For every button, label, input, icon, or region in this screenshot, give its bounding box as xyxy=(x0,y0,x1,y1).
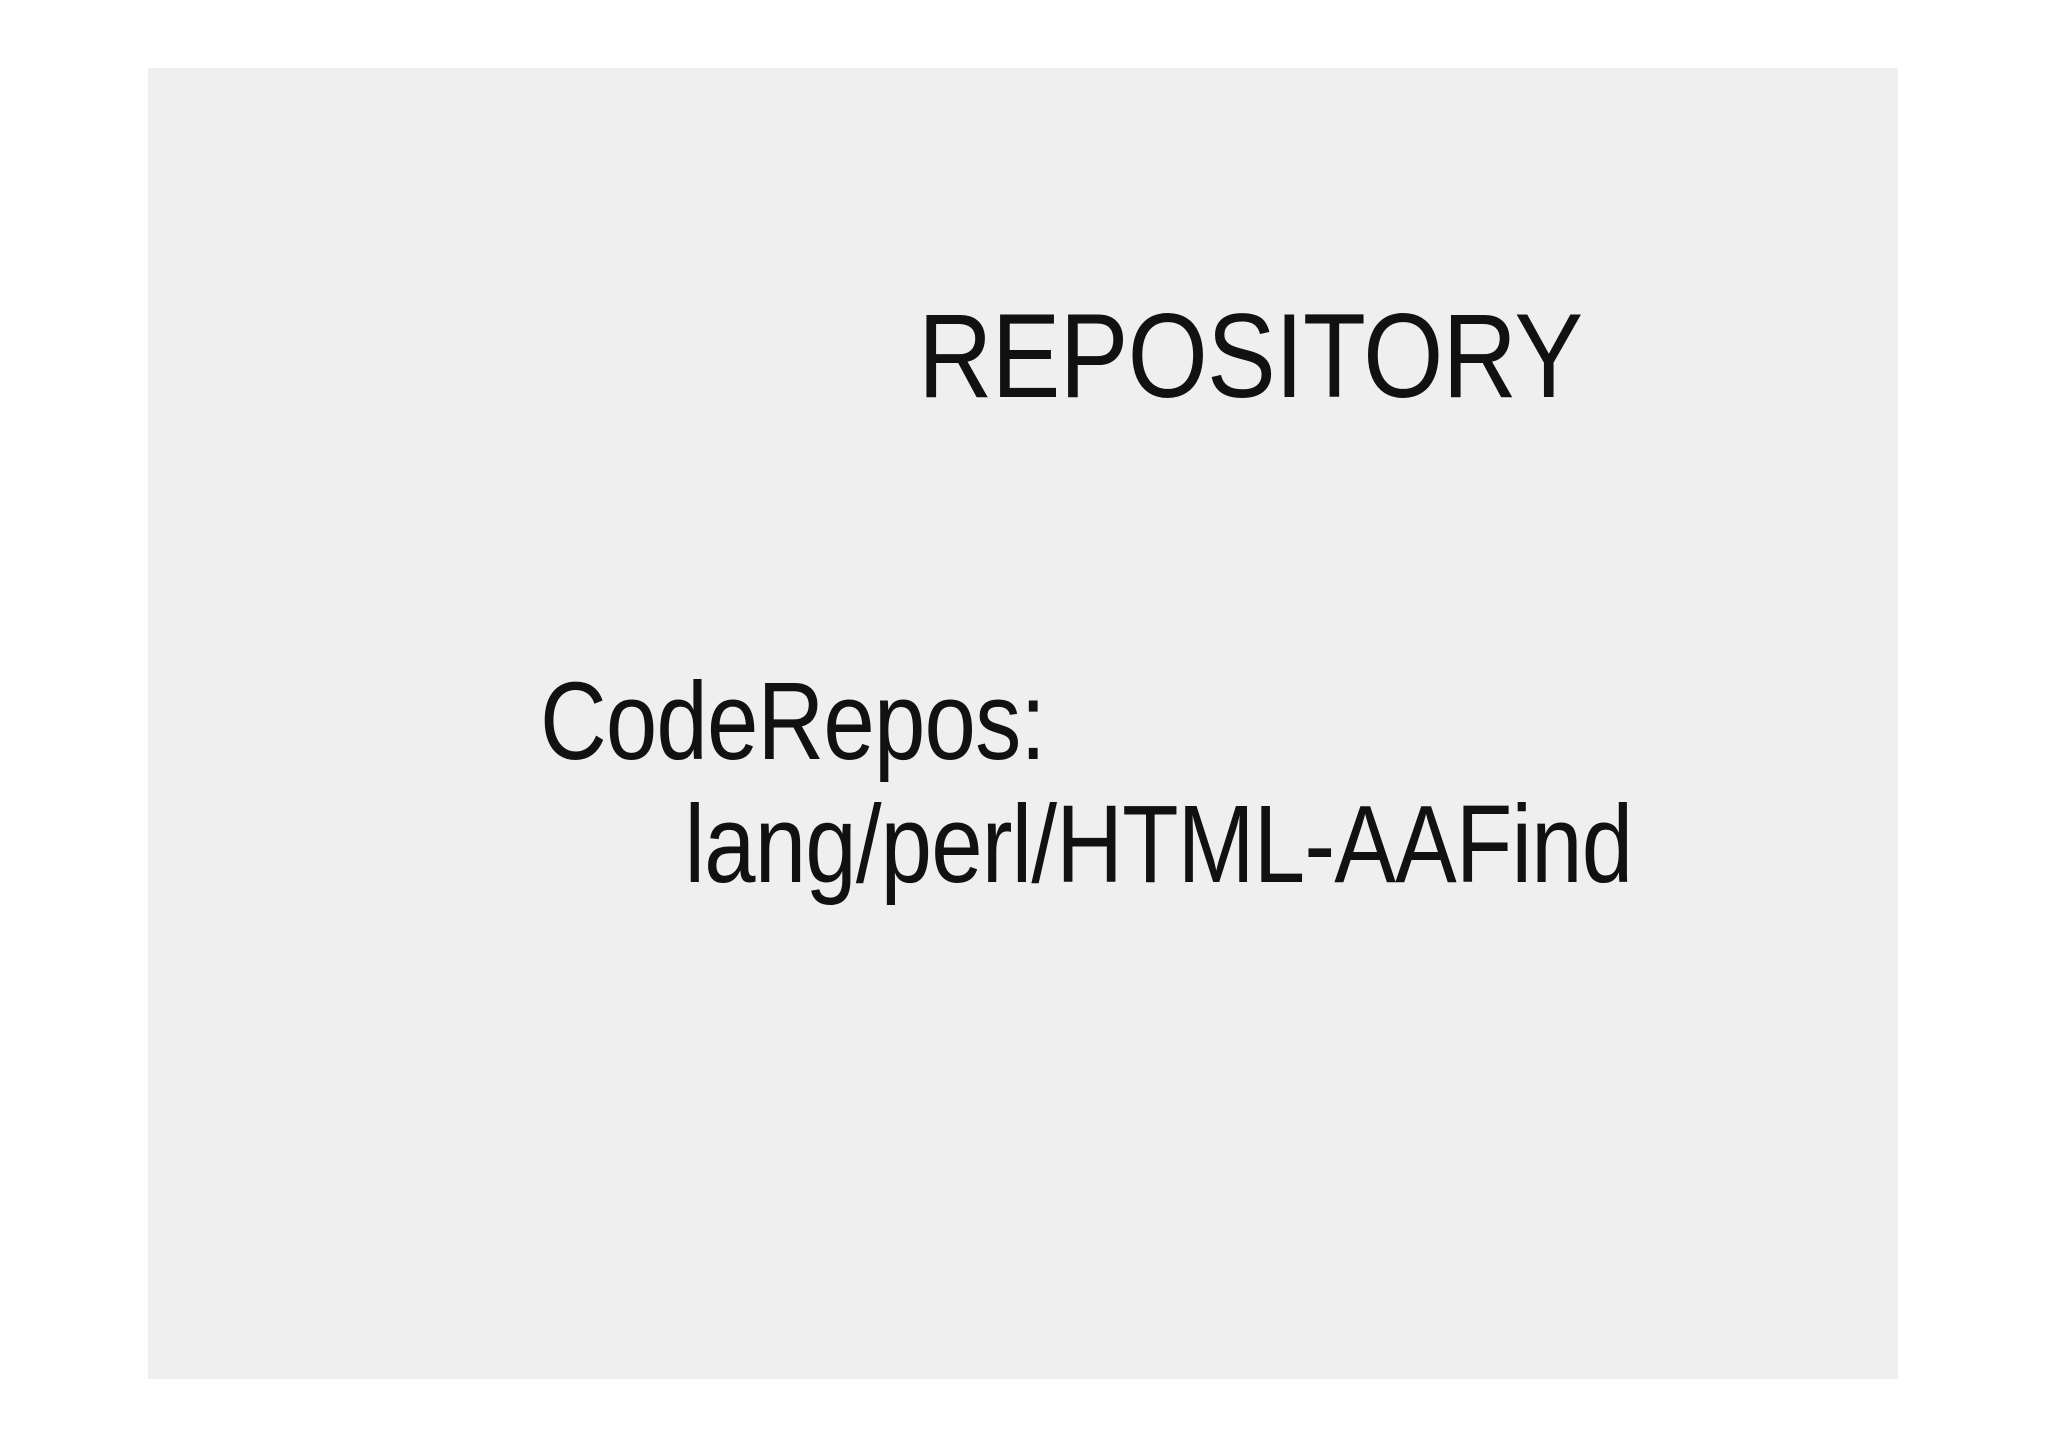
page-title: REPOSITORY xyxy=(918,289,1583,423)
body-line-path: lang/perl/HTML-AAFind xyxy=(684,783,1633,907)
body-line-label: CodeRepos: xyxy=(540,660,1046,783)
slide-body: CodeRepos: lang/perl/HTML-AAFind xyxy=(540,660,1940,906)
slide-panel: REPOSITORY CodeRepos: lang/perl/HTML-AAF… xyxy=(148,68,1898,1379)
